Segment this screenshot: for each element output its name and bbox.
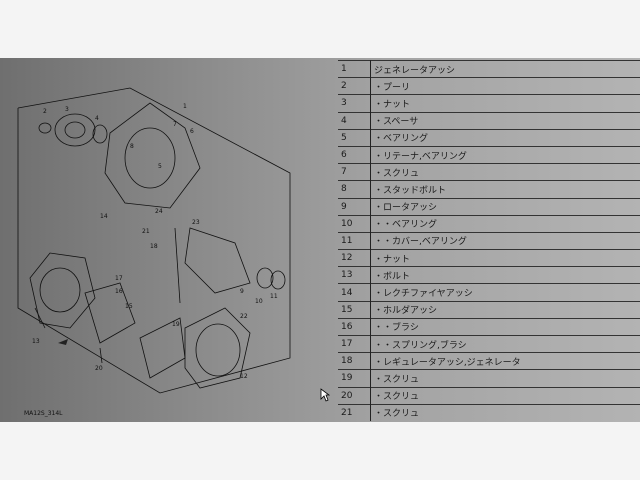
svg-text:5: 5 <box>158 163 162 170</box>
svg-text:14: 14 <box>100 213 108 220</box>
part-name: ジェネレータアッシ <box>370 59 640 78</box>
parts-row[interactable]: 10・・ベアリング <box>338 214 640 233</box>
svg-text:13: 13 <box>32 338 40 345</box>
parts-row[interactable]: 17・・スプリング,ブラシ <box>338 334 640 353</box>
part-number: 16 <box>338 317 371 336</box>
part-name: ・・カバー,ベアリング <box>370 231 640 250</box>
part-name: ・スクリュ <box>370 386 640 405</box>
part-name: ・リテーナ,ベアリング <box>370 145 640 164</box>
parts-row[interactable]: 21・スクリュ <box>338 403 640 421</box>
svg-text:8: 8 <box>130 143 134 150</box>
svg-text:1: 1 <box>183 103 187 110</box>
part-number: 11 <box>338 231 371 250</box>
svg-text:6: 6 <box>190 128 194 135</box>
part-name: ・ナット <box>370 94 640 113</box>
part-number: 13 <box>338 266 371 284</box>
part-number: 12 <box>338 249 371 267</box>
svg-text:24: 24 <box>155 208 163 215</box>
parts-row[interactable]: 6・リテーナ,ベアリング <box>338 145 640 164</box>
svg-text:18: 18 <box>150 243 158 250</box>
parts-row[interactable]: 12・ナット <box>338 249 640 267</box>
part-number: 14 <box>338 283 371 302</box>
part-name: ・スクリュ <box>370 403 640 421</box>
parts-row[interactable]: 11・・カバー,ベアリング <box>338 231 640 250</box>
parts-row[interactable]: 18・レギュレータアッシ,ジェネレータ <box>338 352 640 370</box>
svg-text:23: 23 <box>192 219 200 226</box>
svg-text:22: 22 <box>240 313 248 320</box>
svg-text:10: 10 <box>255 298 263 305</box>
part-number: 18 <box>338 352 371 370</box>
parts-row[interactable]: 14・レクチファイヤアッシ <box>338 283 640 302</box>
svg-text:11: 11 <box>270 293 278 300</box>
part-name: ・ボルト <box>370 266 640 284</box>
svg-text:17: 17 <box>115 275 123 282</box>
part-number: 21 <box>338 403 371 421</box>
part-number: 1 <box>338 59 371 78</box>
part-number: 20 <box>338 386 371 405</box>
parts-row[interactable]: 5・ベアリング <box>338 128 640 147</box>
parts-row[interactable]: 20・スクリュ <box>338 386 640 405</box>
parts-row[interactable]: 8・スタッドボルト <box>338 180 640 198</box>
part-name: ・・スプリング,ブラシ <box>370 334 640 353</box>
part-name: ・・ベアリング <box>370 214 640 233</box>
part-name: ・スクリュ <box>370 163 640 181</box>
parts-row[interactable]: 3・ナット <box>338 94 640 113</box>
parts-row[interactable]: 2・プーリ <box>338 77 640 95</box>
parts-row[interactable]: 13・ボルト <box>338 266 640 284</box>
svg-text:4: 4 <box>95 115 99 122</box>
part-number: 5 <box>338 128 371 147</box>
svg-text:2: 2 <box>43 108 47 115</box>
diagram-caption: MA12S_314L <box>24 410 63 417</box>
part-number: 3 <box>338 94 371 113</box>
part-name: ・スタッドボルト <box>370 180 640 198</box>
parts-row[interactable]: 7・スクリュ <box>338 163 640 181</box>
part-number: 4 <box>338 111 371 130</box>
part-name: ・ホルダアッシ <box>370 300 640 319</box>
part-number: 6 <box>338 145 371 164</box>
svg-text:7: 7 <box>173 121 177 128</box>
part-name: ・レクチファイヤアッシ <box>370 283 640 302</box>
parts-row[interactable]: 9・ロータアッシ <box>338 197 640 216</box>
svg-text:3: 3 <box>65 106 69 113</box>
part-name: ・・ブラシ <box>370 317 640 336</box>
part-number: 15 <box>338 300 371 319</box>
part-name: ・スクリュ <box>370 369 640 388</box>
part-number: 2 <box>338 77 371 95</box>
svg-text:20: 20 <box>95 365 103 372</box>
svg-text:12: 12 <box>240 373 248 380</box>
parts-row[interactable]: 4・スペーサ <box>338 111 640 130</box>
part-name: ・ロータアッシ <box>370 197 640 216</box>
parts-row[interactable]: 16・・ブラシ <box>338 317 640 336</box>
mouse-cursor-icon <box>320 388 330 402</box>
svg-text:19: 19 <box>172 321 180 328</box>
svg-text:16: 16 <box>115 288 123 295</box>
part-number: 7 <box>338 163 371 181</box>
parts-row[interactable]: 19・スクリュ <box>338 369 640 388</box>
svg-text:21: 21 <box>142 228 150 235</box>
part-number: 8 <box>338 180 371 198</box>
part-number: 9 <box>338 197 371 216</box>
part-name: ・プーリ <box>370 77 640 95</box>
svg-text:9: 9 <box>240 288 244 295</box>
part-number: 17 <box>338 334 371 353</box>
part-number: 10 <box>338 214 371 233</box>
part-name: ・レギュレータアッシ,ジェネレータ <box>370 352 640 370</box>
parts-row[interactable]: 15・ホルダアッシ <box>338 300 640 319</box>
part-name: ・スペーサ <box>370 111 640 130</box>
svg-text:15: 15 <box>125 303 133 310</box>
part-number: 19 <box>338 369 371 388</box>
part-name: ・ベアリング <box>370 128 640 147</box>
part-name: ・ナット <box>370 249 640 267</box>
